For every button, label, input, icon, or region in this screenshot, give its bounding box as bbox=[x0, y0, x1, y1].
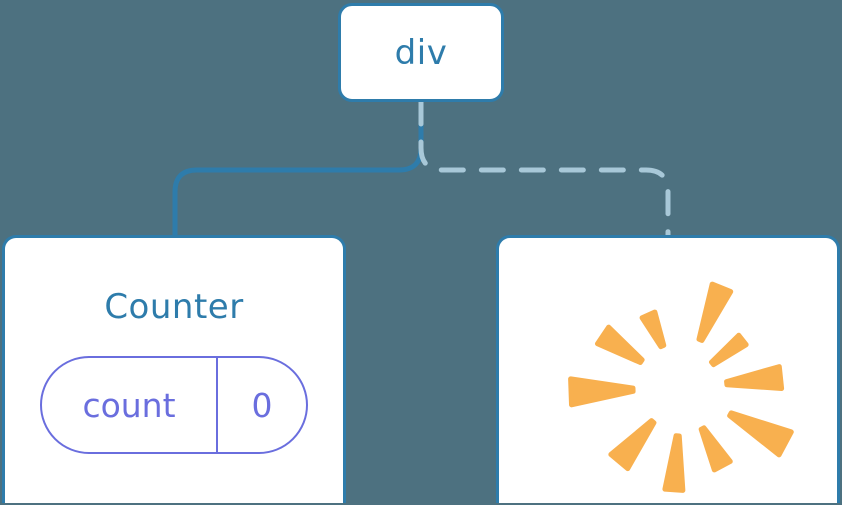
burst-ray-1 bbox=[696, 281, 734, 343]
node-div-label: div bbox=[394, 32, 448, 73]
burst-ray-9 bbox=[594, 324, 645, 365]
node-counter-label: Counter bbox=[104, 287, 244, 327]
burst-ray-6 bbox=[662, 433, 686, 493]
burst-ray-8 bbox=[568, 376, 636, 408]
state-pill-value-label: 0 bbox=[251, 385, 273, 425]
node-render-burst[interactable] bbox=[496, 235, 840, 503]
state-pill-value: 0 bbox=[218, 358, 306, 452]
node-div[interactable]: div bbox=[338, 3, 504, 102]
burst-ray-7 bbox=[608, 418, 657, 472]
edge-div-to-counter bbox=[172, 99, 424, 239]
state-pill-count[interactable]: count 0 bbox=[40, 356, 308, 454]
burst-ray-3 bbox=[724, 364, 785, 391]
node-counter[interactable]: Counter count 0 bbox=[2, 235, 346, 503]
edge-div-to-burst bbox=[418, 99, 671, 239]
burst-ray-2 bbox=[709, 332, 749, 368]
burst-ray-4 bbox=[727, 410, 794, 458]
burst-ray-10 bbox=[639, 309, 667, 350]
state-pill-key: count bbox=[42, 358, 218, 452]
burst-icon bbox=[568, 281, 794, 493]
burst-ray-5 bbox=[698, 425, 733, 473]
state-pill-key-label: count bbox=[82, 385, 176, 425]
